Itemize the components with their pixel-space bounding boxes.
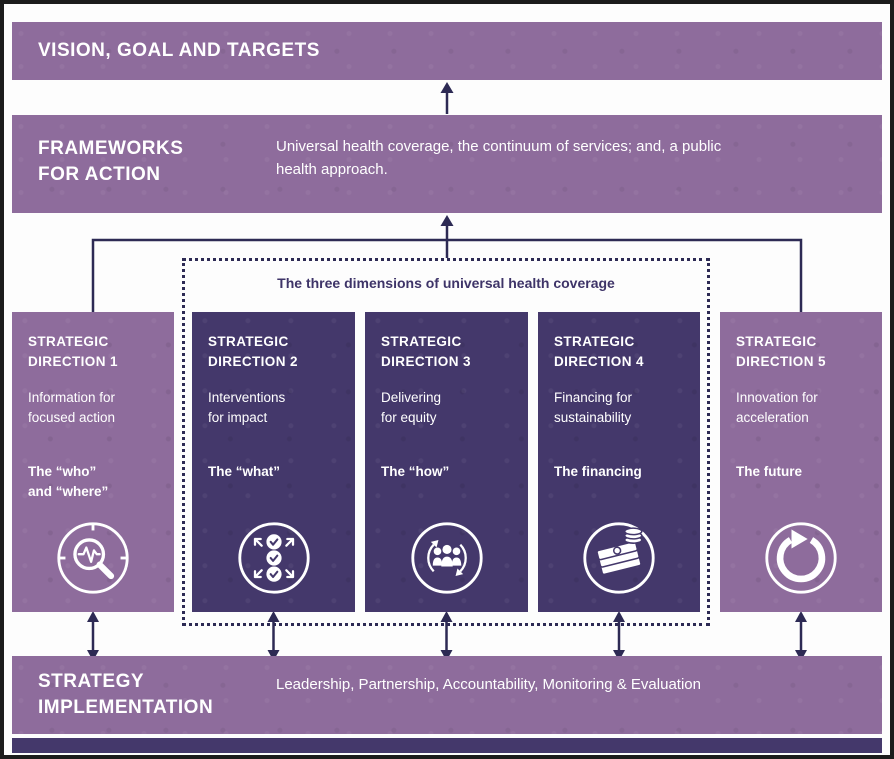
frameworks-title: FRAMEWORKS FOR ACTION [38,138,184,185]
column-title: STRATEGIC DIRECTION 1 [28,334,118,370]
strategic-direction-3-column: STRATEGIC DIRECTION 3 Delivering for equ… [365,312,528,612]
column-title: STRATEGIC DIRECTION 4 [554,334,644,370]
column-tagline: The financing [554,464,642,479]
frameworks-description: Universal health coverage, the continuum… [276,138,722,178]
circular-arrow-icon [765,522,837,594]
strategic-direction-4-column: STRATEGIC DIRECTION 4 Financing for sust… [538,312,700,612]
strategic-direction-5-column: STRATEGIC DIRECTION 5 Innovation for acc… [720,312,882,612]
column-description: Delivering for equity [381,390,442,426]
bottom-strip [12,738,882,753]
uhc-dimensions-title: The three dimensions of universal health… [277,275,615,291]
magnifier-pulse-icon [57,522,129,594]
column-tagline: The “who” and “where” [28,464,109,500]
column-tagline: The “how” [381,464,450,479]
implementation-band: STRATEGY IMPLEMENTATION Leadership, Part… [12,656,882,734]
column-title: STRATEGIC DIRECTION 2 [208,334,298,370]
money-stack-icon [583,522,655,594]
column-description: Financing for sustainability [554,390,633,426]
column-title: STRATEGIC DIRECTION 3 [381,334,471,370]
implementation-title: STRATEGY IMPLEMENTATION [38,671,214,718]
column-description: Innovation for acceleration [736,390,818,426]
people-cycle-icon [410,522,483,594]
column-description: Information for focused action [28,390,116,426]
checklist-arrows-icon [237,522,310,594]
column-tagline: The “what” [208,464,281,479]
column-title: STRATEGIC DIRECTION 5 [736,334,826,370]
column-description: Interventions for impact [208,390,286,426]
uhc-dimensions-box: The three dimensions of universal health… [182,258,710,626]
frameworks-band: FRAMEWORKS FOR ACTION Universal health c… [12,115,882,213]
strategic-direction-1-column: STRATEGIC DIRECTION 1 Information for fo… [12,312,174,612]
column-tagline: The future [736,464,802,479]
vision-title: VISION, GOAL AND TARGETS [38,40,320,62]
vision-band: VISION, GOAL AND TARGETS [12,22,882,80]
implementation-description: Leadership, Partnership, Accountability,… [276,676,701,693]
strategic-direction-2-column: STRATEGIC DIRECTION 2 Interventions for … [192,312,355,612]
